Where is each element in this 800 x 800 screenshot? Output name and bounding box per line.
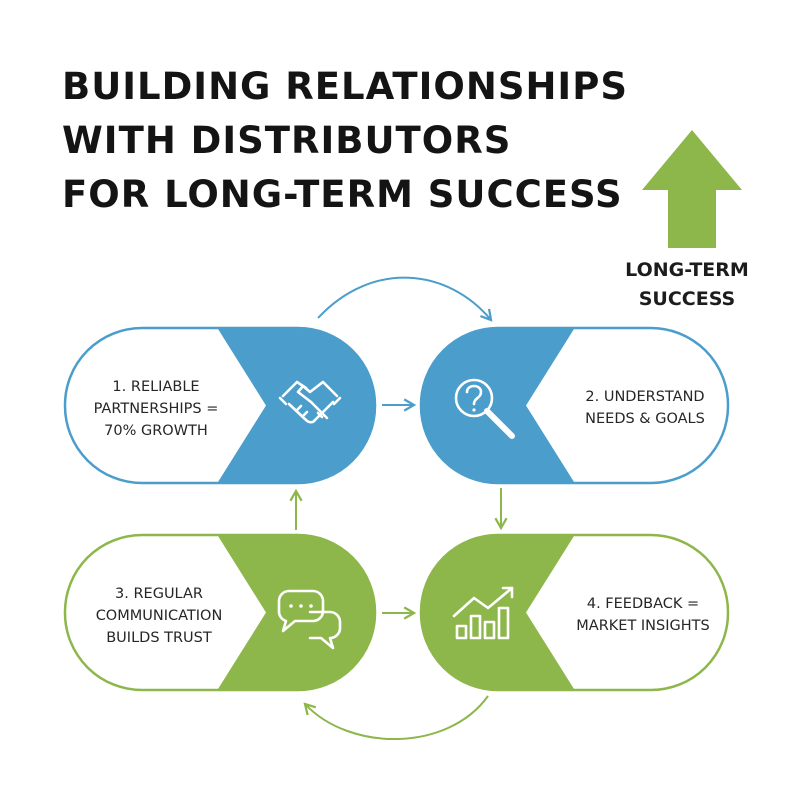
title-line-1: BUILDING RELATIONSHIPS	[62, 65, 628, 108]
step-2-line-2: NEEDS & GOALS	[585, 411, 705, 427]
step-card-2	[419, 326, 730, 485]
step-card-3-panel	[218, 536, 375, 689]
step-card-4	[419, 533, 730, 692]
growth-chart-icon	[452, 586, 514, 640]
goal-line-2: SUCCESS	[638, 288, 736, 310]
step-4-line-2: MARKET INSIGHTS	[576, 618, 710, 634]
step-2-label: 2. UNDERSTAND NEEDS & GOALS	[570, 386, 720, 430]
goal-line-1: LONG-TERM	[625, 259, 749, 281]
magnifier-question-icon	[454, 378, 515, 439]
chat-bubbles-icon	[277, 589, 342, 650]
step-4-line-1: 4. FEEDBACK =	[586, 596, 700, 612]
arrow-loop-bottom	[303, 695, 489, 740]
handshake-icon	[278, 380, 342, 424]
up-arrow-icon	[642, 130, 742, 248]
step-3-line-2: COMMUNICATION	[95, 608, 223, 624]
step-card-1-panel	[218, 329, 375, 482]
step-1-label: 1. RELIABLE PARTNERSHIPS = 70% GROWTH	[88, 376, 224, 442]
step-card-3	[63, 533, 377, 692]
title-line-2: WITH DISTRIBUTORS	[62, 119, 512, 162]
goal-label: LONG-TERM SUCCESS	[620, 256, 754, 314]
step-1-line-2: PARTNERSHIPS =	[93, 401, 219, 417]
step-1-line-1: 1. RELIABLE	[112, 379, 200, 395]
step-4-label: 4. FEEDBACK = MARKET INSIGHTS	[562, 593, 724, 637]
step-3-line-1: 3. REGULAR	[115, 586, 203, 602]
page-title: BUILDING RELATIONSHIPS WITH DISTRIBUTORS…	[62, 60, 628, 222]
step-card-1	[63, 326, 377, 485]
step-2-line-1: 2. UNDERSTAND	[585, 389, 705, 405]
arrow-loop-top	[317, 276, 493, 322]
title-line-3: FOR LONG-TERM SUCCESS	[62, 173, 623, 216]
step-card-2-panel	[421, 329, 574, 482]
step-3-line-3: BUILDS TRUST	[106, 630, 212, 646]
step-3-label: 3. REGULAR COMMUNICATION BUILDS TRUST	[86, 583, 232, 649]
step-1-line-3: 70% GROWTH	[104, 423, 208, 439]
